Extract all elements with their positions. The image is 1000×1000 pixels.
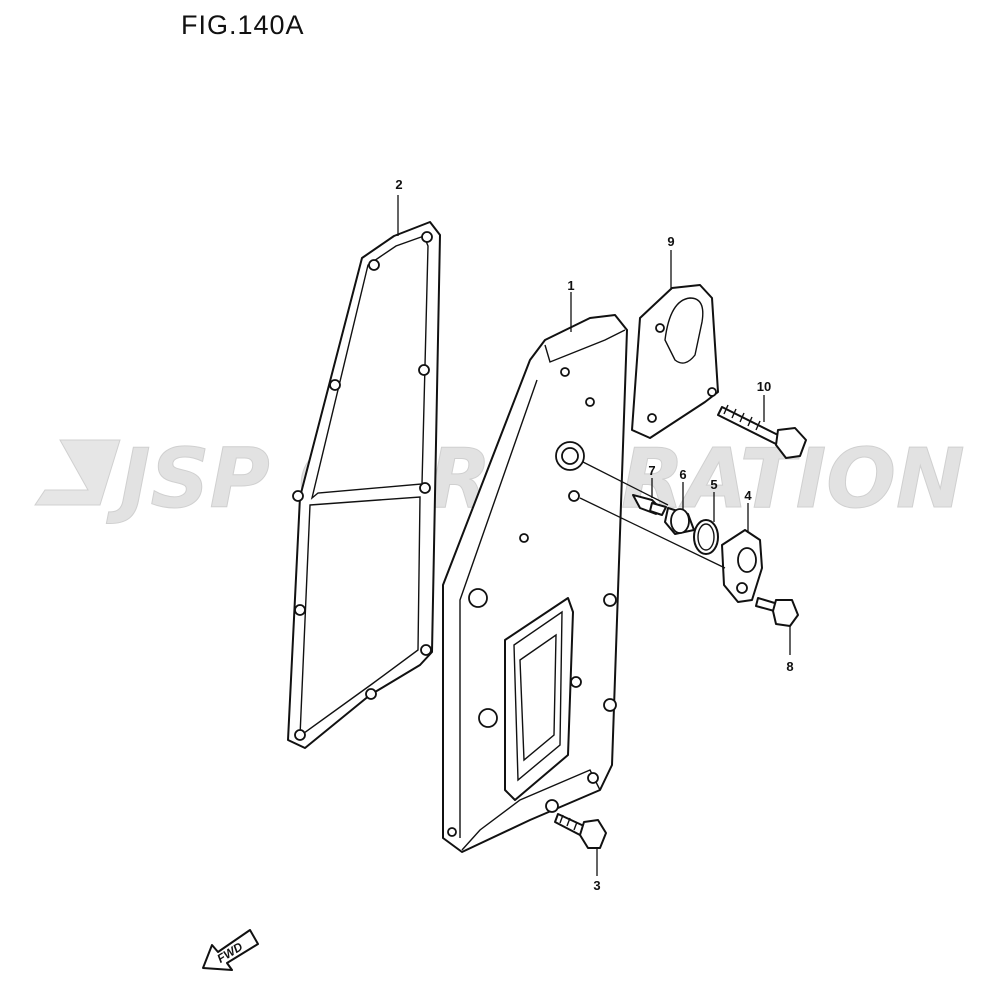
part-10-bolt: [717, 404, 807, 459]
callout-7: 7: [648, 463, 655, 478]
callout-3: 3: [593, 878, 600, 893]
arrow-icon: [202, 929, 259, 971]
watermark-logo-icon: [34, 439, 121, 506]
callout-10: 10: [757, 379, 771, 394]
callout-9: 9: [667, 234, 674, 249]
callout-1: 1: [567, 278, 574, 293]
figure-title: FIG.140A: [181, 10, 305, 40]
callout-5: 5: [710, 477, 717, 492]
part-3-bolt: [554, 813, 607, 849]
callout-2: 2: [395, 177, 402, 192]
part-2-gasket: [287, 221, 441, 749]
part-7-bolt: [632, 494, 667, 516]
leader-lines: [397, 195, 791, 876]
callout-4: 4: [744, 488, 752, 503]
callout-8: 8: [786, 659, 793, 674]
part-8-bolt: [755, 597, 799, 627]
callouts: 2 1 9 10 7 6 5 4 8 3: [395, 177, 793, 893]
callout-6: 6: [679, 467, 686, 482]
part-5-o-ring: [693, 519, 719, 555]
fwd-direction-arrow: FWD: [202, 929, 259, 971]
assembly-centerlines: [579, 461, 726, 569]
part-9-plate: [631, 284, 719, 439]
part-6-collar: [664, 507, 695, 535]
part-1-cover: [442, 314, 628, 853]
part-4-flange: [721, 529, 763, 603]
